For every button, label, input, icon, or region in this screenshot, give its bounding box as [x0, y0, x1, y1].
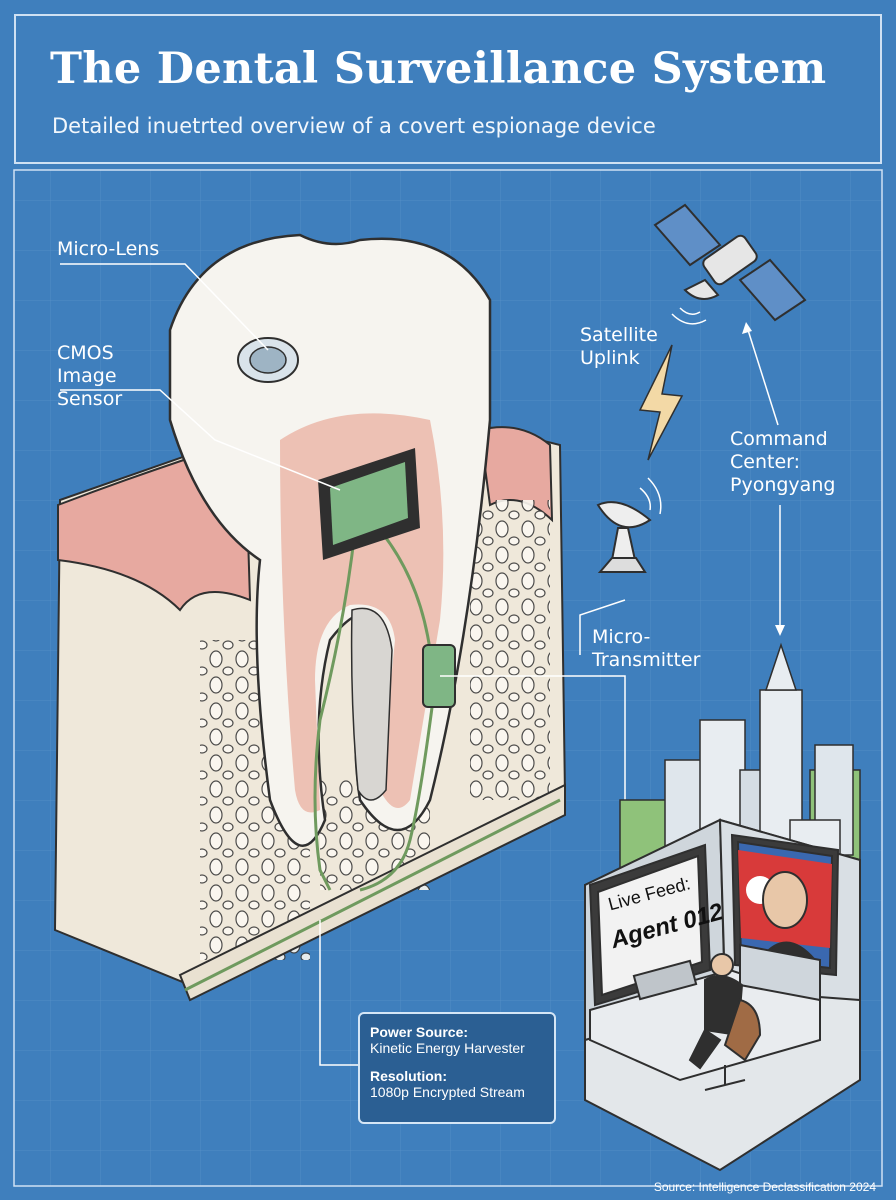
- leader-lines: [60, 263, 781, 1066]
- title-banner: [14, 14, 882, 164]
- page-subtitle: Detailed inuetrted overview of a covert …: [52, 114, 656, 138]
- city-skyline: [619, 642, 861, 881]
- label-micro-transmitter: Micro- Transmitter: [592, 626, 701, 671]
- label-satellite-uplink: Satellite Uplink: [580, 324, 658, 369]
- label-command-center: Command Center: Pyongyang: [730, 428, 836, 496]
- satellite: [653, 203, 807, 325]
- specs-box: Power Source: Kinetic Energy Harvester R…: [358, 1012, 556, 1124]
- power-source-key: Power Source:: [370, 1024, 469, 1040]
- frame: [13, 169, 883, 1187]
- ground-dish: [596, 477, 662, 573]
- page-title: The Dental Surveillance System: [50, 44, 827, 94]
- label-cmos-sensor: CMOS Image Sensor: [57, 342, 123, 410]
- power-source-value: Kinetic Energy Harvester: [370, 1040, 525, 1056]
- control-room: [584, 818, 861, 1172]
- label-micro-lens: Micro-Lens: [57, 238, 160, 260]
- resolution-key: Resolution:: [370, 1068, 447, 1084]
- resolution-value: 1080p Encrypted Stream: [370, 1084, 525, 1100]
- tooth: [168, 233, 492, 892]
- signal-bolt: [638, 344, 684, 461]
- source-credit: Source: Intelligence Declassification 20…: [653, 1180, 876, 1194]
